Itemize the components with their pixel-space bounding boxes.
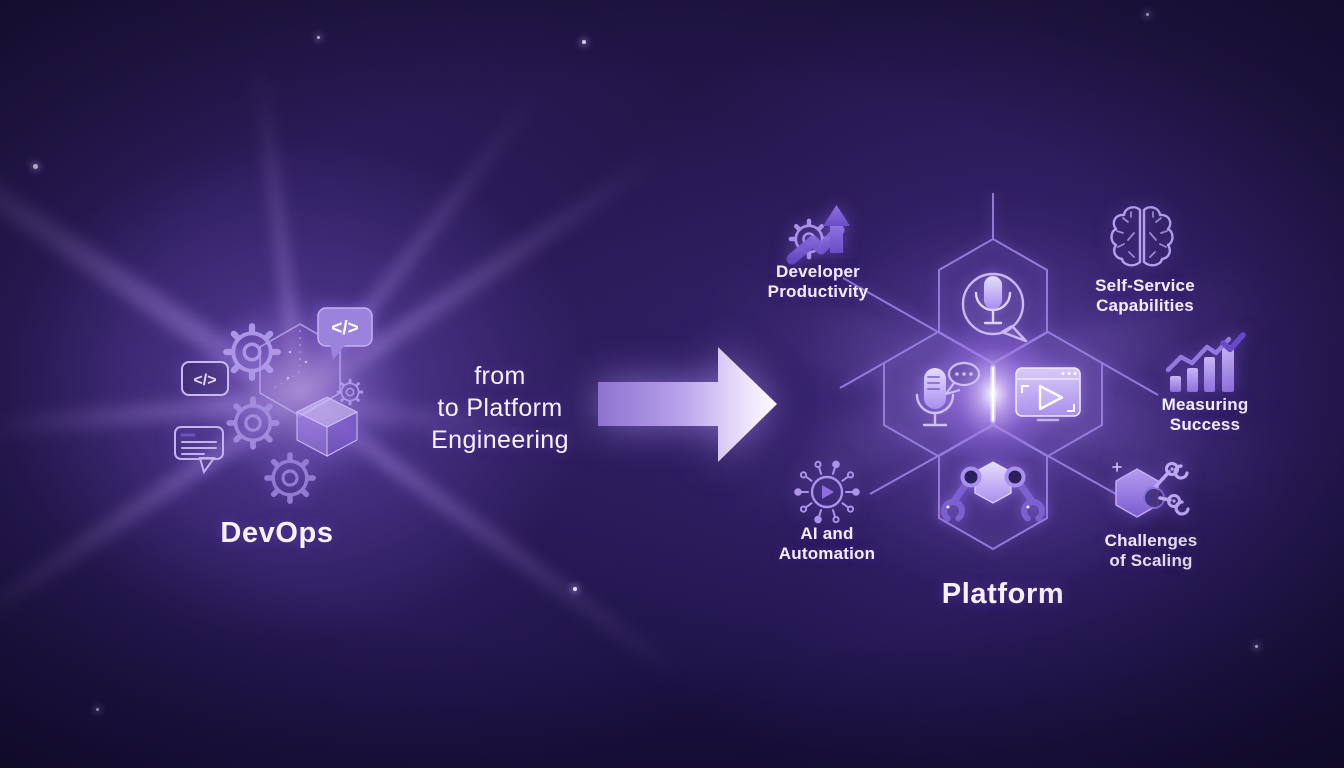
- brain-icon: [1110, 206, 1174, 267]
- ray-line: [1047, 455, 1117, 495]
- satellite-label: AI and Automation: [778, 524, 876, 563]
- platform-title: Platform: [941, 578, 1065, 610]
- gear-icon: [226, 326, 277, 377]
- gear-growth-arrow-icon: [786, 205, 850, 265]
- code-bubble-text: </>: [331, 318, 358, 339]
- code-tag-text: </>: [193, 372, 216, 389]
- code-tag-icon: </>: [181, 361, 229, 396]
- devops-title: DevOps: [220, 517, 334, 549]
- star-dot: [1255, 645, 1258, 648]
- bar-chart-check-icon: [1165, 332, 1246, 392]
- star-dot: [33, 164, 38, 169]
- ai-play-network-icon: [794, 460, 860, 524]
- gear-icon: [229, 399, 277, 447]
- ray-line: [1101, 362, 1159, 396]
- star-dot: [317, 36, 320, 39]
- satellite-label: Challenges of Scaling: [1104, 531, 1198, 570]
- message-lines-icon: [174, 426, 224, 475]
- satellite-label: Developer Productivity: [767, 262, 869, 301]
- satellite-label: Self-Service Capabilities: [1095, 276, 1195, 315]
- video-player-icon: [1015, 367, 1081, 422]
- ray-line: [869, 455, 939, 495]
- hexagon-robotic-arm-icon: [1112, 462, 1190, 518]
- satellite-label: Measuring Success: [1161, 395, 1249, 434]
- ray-line: [839, 362, 885, 389]
- star-dot: [1146, 13, 1149, 16]
- gear-icon: [267, 455, 313, 501]
- star-dot: [96, 708, 99, 711]
- gear-icon: [336, 378, 364, 406]
- star-dot: [582, 40, 586, 44]
- star-dot: [573, 587, 577, 591]
- right-arrow-icon: [598, 347, 777, 462]
